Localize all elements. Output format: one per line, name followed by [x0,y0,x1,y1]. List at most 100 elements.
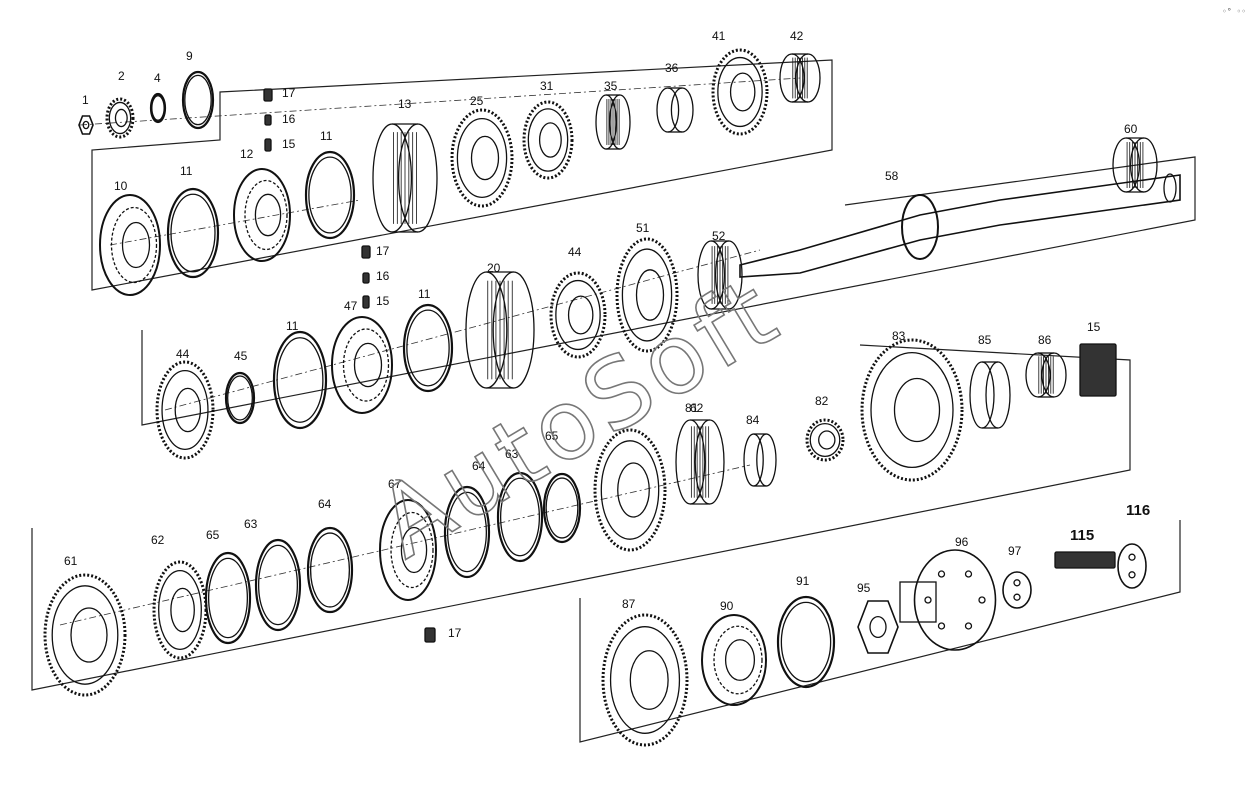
part-bush-84 [743,433,777,487]
part-label: 11 [286,319,299,333]
part-label: 36 [665,61,679,75]
part-label: 1 [82,93,89,107]
part-label: 44 [568,245,582,259]
part-ring-63 [254,538,302,632]
part-ring-11 [304,150,356,240]
part-label: 2 [118,69,125,83]
part-gear-31 [522,100,574,180]
part-gear-62 [152,560,208,660]
part-label: 11 [418,287,431,301]
part-gear-2 [105,97,135,139]
parts-layer [43,48,1181,747]
axis-line [164,249,761,411]
part-needle-52 [697,240,743,310]
part-ring-63 [496,471,544,563]
part-bush-36 [656,87,694,133]
part-label: 17 [282,86,296,100]
part-gear-82 [805,418,845,462]
assembly-axes [59,77,801,626]
part-ring-11 [272,330,328,430]
part-label: 31 [540,79,554,93]
group-frame [31,344,1131,691]
part-label: 15 [376,294,390,308]
part-label: 64 [318,497,332,511]
part-gear-44 [155,360,215,460]
part-needle-86 [1025,352,1067,398]
axis-line [59,464,751,626]
part-label: 96 [955,535,969,549]
part-flange-96 [899,549,997,651]
part-pin-16 [362,272,370,284]
watermark-text: AutoSoft [359,255,798,580]
part-nut-95 [857,600,899,654]
part-label: 13 [398,97,412,111]
part-label: 87 [622,597,636,611]
part-gear-87 [601,613,689,747]
part-ring-64 [443,485,491,579]
part-ring-11 [166,187,220,279]
part-snapring-91 [776,595,836,689]
part-label: 62 [151,533,165,547]
part-label: 16 [376,269,390,283]
part-gear-44 [549,271,607,359]
part-bolt-115 [1054,551,1116,569]
part-label: 91 [796,574,810,588]
part-label: 65 [545,429,559,443]
part-label: 85 [978,333,992,347]
part-bush-85 [969,361,1011,429]
part-label: 15 [1087,320,1101,334]
part-ring-65 [204,551,252,645]
part-label: 67 [388,477,402,491]
part-ring-65 [542,472,582,544]
part-shaft-58 [739,173,1181,278]
part-hub-12 [233,168,291,262]
part-label: 58 [885,169,899,183]
part-label: 20 [487,261,501,275]
part-label: 52 [712,229,726,243]
part-label: 44 [176,347,190,361]
part-label: 97 [1008,544,1022,558]
part-label: 115 [1070,527,1094,544]
part-label: 83 [892,329,906,343]
part-needle-81 [675,419,725,505]
part-hub-67 [379,499,437,601]
part-hub-47 [331,316,393,414]
part-label: 12 [240,147,254,161]
part-label: 4 [154,71,161,85]
part-label: 11 [320,129,333,143]
part-label: 17 [448,626,462,640]
part-label: 95 [857,581,871,595]
part-label: 116 [1126,502,1150,519]
part-label: 10 [114,179,128,193]
part-label: 65 [206,528,220,542]
axis-line [109,199,361,246]
part-label: 47 [344,299,358,313]
axis-line [79,77,801,126]
part-label: 45 [234,349,248,363]
group-frame [91,59,833,291]
part-label: 15 [282,137,296,151]
part-label: 61 [64,554,78,568]
part-label: 41 [712,29,726,43]
group-frames [31,59,1196,743]
group-frame [141,156,1196,426]
part-gear-25 [450,108,514,208]
part-needle-60 [1112,137,1158,193]
part-snapring-9 [181,70,215,130]
part-label: 64 [472,459,486,473]
group-frame [579,520,1181,743]
part-ring-4 [149,92,167,124]
part-label: 90 [720,599,734,613]
part-label: 62 [690,401,704,415]
part-gear-41 [711,48,769,136]
part-label: 86 [1038,333,1052,347]
part-pin-16 [264,114,272,126]
part-sleeve-13 [372,123,438,233]
part-label: 63 [505,447,519,461]
part-gear-62 [593,428,667,552]
part-label: 63 [244,517,258,531]
part-label: 11 [180,164,193,178]
part-label: 82 [815,394,829,408]
